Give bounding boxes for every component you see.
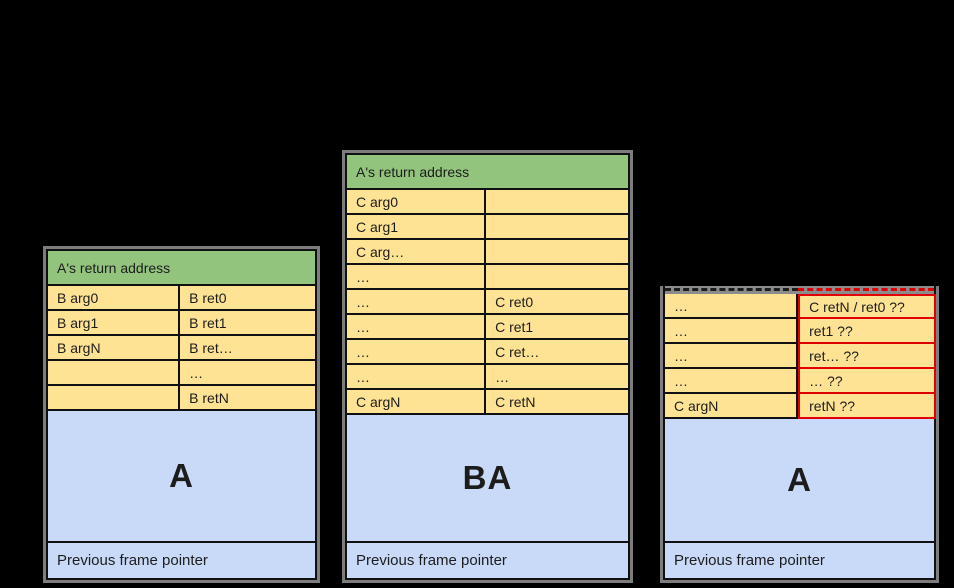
stack-row: C argN C retN [347,390,628,415]
ret-cell: C ret… [486,340,628,365]
stack-row: C arg1 [347,215,628,240]
ret-cell-highlighted: ret… ?? [798,344,936,369]
stack-row: … ret1 ?? [665,319,936,344]
stack-b-frame-table: A's return address B arg0 B ret0 B arg1 … [43,246,320,583]
stack-row: B retN [48,386,315,411]
ret-cell: C ret1 [486,315,628,340]
ret-cell: B ret… [180,336,315,361]
arg-cell: … [347,340,487,365]
arg-cell: B argN [48,336,181,361]
ret-cell [486,215,628,240]
arg-cell: … [665,319,799,344]
previous-frame-pointer: Previous frame pointer [48,541,315,578]
arg-cell: … [665,344,799,369]
ret-cell [486,265,628,290]
stack-row: … C ret0 [347,290,628,315]
ret-cell: C ret0 [486,290,628,315]
arg-cell: … [665,369,799,394]
stack-popped-frame-table: … C retN / ret0 ?? … ret1 ?? … ret… ?? …… [660,286,939,583]
arg-cell: … [665,294,799,319]
arg-cell: C arg0 [347,190,487,215]
arg-cell: … [347,365,487,390]
arg-cell: C arg… [347,240,487,265]
popped-frame-dashed-edge [665,286,934,294]
stack-ba-frame-table: A's return address C arg0 C arg1 C arg… … [342,150,633,583]
arg-cell: B arg0 [48,286,181,311]
arg-cell: B arg1 [48,311,181,336]
stack-row: B arg1 B ret1 [48,311,315,336]
ret-cell [486,190,628,215]
previous-frame-pointer: Previous frame pointer [665,541,934,578]
stack-row: … [48,361,315,386]
stack-table: A's return address B arg0 B ret0 B arg1 … [46,249,317,580]
arg-cell: C argN [665,394,799,419]
stack-row: … C ret… [347,340,628,365]
stack-table: A's return address C arg0 C arg1 C arg… … [345,153,630,580]
stack-row: … … ?? [665,369,936,394]
frame-owner-label: A [665,419,934,541]
ret-cell: B ret0 [180,286,315,311]
arg-cell: … [347,265,487,290]
ret-cell-highlighted: retN ?? [798,394,936,419]
arg-cell [48,386,181,411]
stack-row: … C retN / ret0 ?? [665,294,936,319]
arg-cell: C arg1 [347,215,487,240]
stack-row: C argN retN ?? [665,394,936,419]
arg-cell: C argN [347,390,487,415]
arg-cell: … [347,315,487,340]
ret-cell-highlighted: C retN / ret0 ?? [798,294,936,319]
stack-row: C arg0 [347,190,628,215]
ret-cell-highlighted: ret1 ?? [798,319,936,344]
ret-cell: C retN [486,390,628,415]
ret-cell-highlighted: … ?? [798,369,936,394]
arg-cell: … [347,290,487,315]
ret-cell: … [486,365,628,390]
stack-row: … ret… ?? [665,344,936,369]
return-address-header: A's return address [48,251,315,286]
ret-cell [486,240,628,265]
stack-table: … C retN / ret0 ?? … ret1 ?? … ret… ?? …… [663,286,936,580]
stack-row: … [347,265,628,290]
stack-row: … C ret1 [347,315,628,340]
frame-owner-label: BA [347,415,628,541]
ret-cell: … [180,361,315,386]
previous-frame-pointer: Previous frame pointer [347,541,628,578]
stack-row: B argN B ret… [48,336,315,361]
stack-row: C arg… [347,240,628,265]
stack-row: B arg0 B ret0 [48,286,315,311]
arg-cell [48,361,181,386]
ret-cell: B retN [180,386,315,411]
frame-owner-label: A [48,411,315,541]
stack-row: … … [347,365,628,390]
ret-cell: B ret1 [180,311,315,336]
return-address-header: A's return address [347,155,628,190]
